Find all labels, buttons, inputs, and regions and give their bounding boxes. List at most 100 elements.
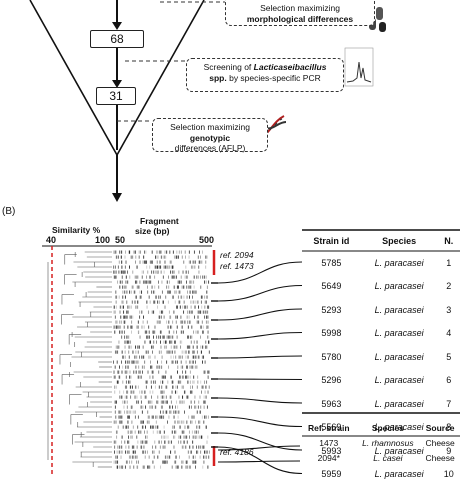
gel-band — [201, 436, 202, 439]
gel-band — [208, 456, 209, 459]
gel-band — [177, 366, 178, 369]
gel-band — [162, 291, 163, 294]
gel-band — [193, 376, 194, 379]
gel-band — [118, 346, 119, 349]
gel-band — [209, 451, 210, 454]
gel-band — [186, 396, 187, 399]
strain-connection-curve — [218, 398, 302, 403]
gel-band — [182, 396, 183, 399]
gel-band — [190, 301, 191, 304]
gel-band — [195, 291, 196, 294]
gel-band — [125, 271, 126, 274]
gel-band — [167, 456, 168, 459]
gel-band — [157, 416, 158, 419]
gel-band — [123, 306, 124, 309]
panel-b-label: (B) — [2, 206, 15, 217]
gel-band — [123, 406, 124, 409]
gel-band — [127, 271, 128, 274]
gel-band — [149, 456, 150, 459]
gel-band — [123, 311, 124, 314]
gel-band — [186, 436, 187, 439]
gel-band — [139, 311, 140, 314]
gel-band — [159, 351, 160, 354]
gel-band — [125, 366, 126, 369]
gel-band — [117, 361, 118, 364]
gel-band — [170, 291, 171, 294]
gel-band — [206, 396, 207, 399]
gel-band — [127, 401, 128, 404]
gel-band — [161, 351, 162, 354]
gel-band — [120, 306, 121, 309]
gel-band — [178, 271, 179, 274]
gel-band — [158, 336, 159, 339]
gel-band — [148, 311, 149, 314]
gel-band — [179, 281, 180, 284]
gel-band — [135, 281, 136, 284]
gel-band — [122, 466, 123, 469]
gel-band — [129, 466, 130, 469]
gel-band — [167, 291, 168, 294]
gel-band — [188, 271, 189, 274]
gel-band — [177, 336, 178, 339]
strain-table-cell: L. paracasei — [361, 369, 438, 393]
gel-band — [131, 461, 132, 464]
gel-band — [173, 436, 174, 439]
gel-band — [207, 311, 208, 314]
gel-band — [200, 346, 201, 349]
gel-band — [159, 451, 160, 454]
gel-band — [192, 381, 193, 384]
gel-band — [151, 286, 152, 289]
gel-band — [187, 336, 188, 339]
gel-band — [154, 276, 155, 279]
ref-table-cell: Cheese — [420, 450, 460, 465]
gel-band — [166, 436, 167, 439]
gel-band — [137, 446, 138, 449]
gel-band — [180, 356, 181, 359]
gel-band — [130, 396, 131, 399]
gel-band — [122, 366, 123, 369]
strain-connection-curve — [218, 309, 302, 320]
gel-band — [125, 386, 126, 389]
gel-band — [197, 346, 198, 349]
gel-band — [201, 296, 202, 299]
gel-band — [200, 451, 201, 454]
gel-band — [180, 426, 181, 429]
gel-band — [161, 441, 162, 444]
gel-band — [205, 266, 206, 269]
gel-band — [119, 346, 120, 349]
gel-band — [208, 316, 209, 319]
gel-band — [129, 451, 130, 454]
gel-band — [140, 371, 141, 374]
gel-band — [115, 416, 116, 419]
gel-band — [133, 391, 134, 394]
gel-band — [126, 316, 127, 319]
gel-band — [154, 301, 155, 304]
gel-band — [130, 456, 131, 459]
gel-band — [168, 266, 169, 269]
gel-band — [139, 346, 140, 349]
gel-band — [174, 436, 175, 439]
gel-band — [186, 376, 187, 379]
gel-band — [122, 436, 123, 439]
gel-band — [165, 411, 166, 414]
gel-band — [189, 321, 190, 324]
gel-band — [116, 456, 117, 459]
gel-band — [127, 421, 128, 424]
gel-band — [207, 371, 208, 374]
gel-band — [135, 351, 136, 354]
gel-band — [119, 321, 120, 324]
gel-band — [138, 326, 139, 329]
gel-band — [198, 431, 199, 434]
similarity-min: 40 — [46, 235, 56, 246]
gel-band — [134, 291, 135, 294]
gel-band — [194, 431, 195, 434]
gel-band — [194, 351, 195, 354]
gel-band — [193, 331, 194, 334]
gel-band — [152, 371, 153, 374]
gel-band — [205, 311, 206, 314]
gel-band — [177, 306, 178, 309]
gel-band — [172, 296, 173, 299]
gel-band — [129, 316, 130, 319]
gel-band — [166, 286, 167, 289]
gel-band — [135, 261, 136, 264]
